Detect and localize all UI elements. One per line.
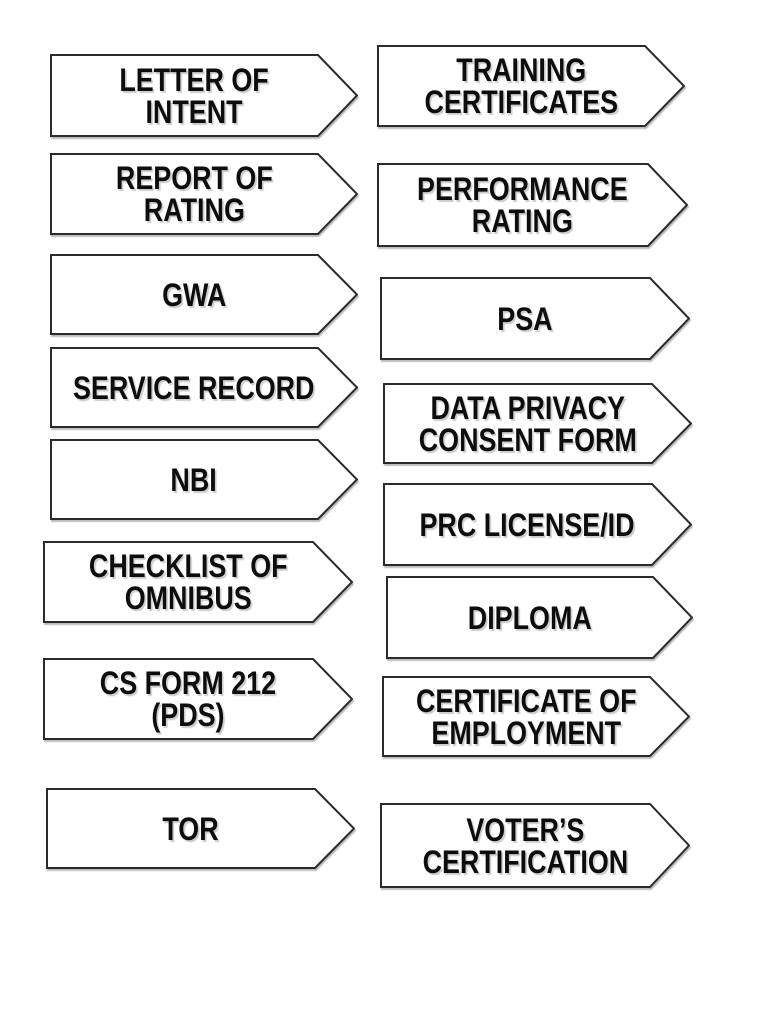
arrow-prc-license-id: PRC LICENSE/ID [383,483,692,566]
arrow-pentagon-icon [380,803,690,888]
arrow-pentagon-icon [383,483,692,566]
arrow-data-privacy-consent-form: DATA PRIVACY CONSENT FORM [383,383,692,464]
arrow-pentagon-icon [50,254,358,335]
arrow-voters-certification: VOTER’S CERTIFICATION [380,803,690,888]
arrow-pentagon-icon [50,153,358,235]
arrow-pentagon-icon [383,383,692,464]
arrow-psa: PSA [380,277,690,360]
arrow-letter-of-intent: LETTER OF INTENT [50,54,358,137]
arrow-pentagon-icon [382,676,690,757]
arrow-pentagon-icon [377,163,688,247]
arrow-pentagon-icon [50,347,358,428]
arrow-gwa: GWA [50,254,358,335]
arrow-tor: TOR [46,788,355,869]
arrow-nbi: NBI [50,439,358,520]
arrow-diploma: DIPLOMA [386,576,693,659]
arrow-service-record: SERVICE RECORD [50,347,358,428]
arrow-pentagon-icon [46,788,355,869]
arrow-pentagon-icon [377,45,685,127]
arrow-pentagon-icon [43,541,353,623]
arrow-pentagon-icon [43,658,353,740]
arrow-checklist-of-omnibus: CHECKLIST OF OMNIBUS [43,541,353,623]
arrow-performance-rating: PERFORMANCE RATING [377,163,688,247]
arrow-pentagon-icon [386,576,693,659]
arrow-certificate-of-employment: CERTIFICATE OF EMPLOYMENT [382,676,690,757]
arrow-report-of-rating: REPORT OF RATING [50,153,358,235]
arrow-pentagon-icon [380,277,690,360]
arrow-training-certificates: TRAINING CERTIFICATES [377,45,685,127]
arrow-pentagon-icon [50,439,358,520]
arrow-cs-form-212-pds: CS FORM 212 (PDS) [43,658,353,740]
arrow-pentagon-icon [50,54,358,137]
